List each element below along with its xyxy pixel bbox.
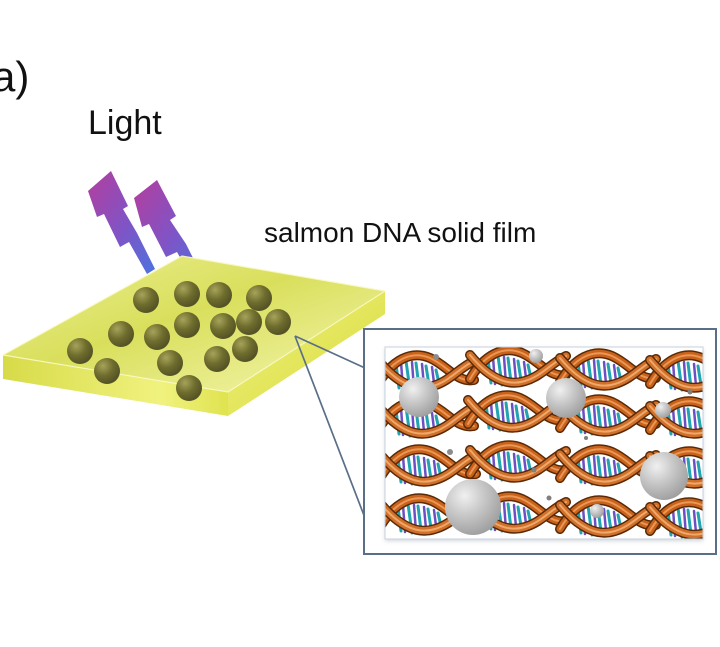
callout-lines — [294, 335, 366, 519]
light-bolt-icon-right — [134, 180, 203, 281]
film-label: salmon DNA solid film — [264, 217, 537, 248]
dna-inset — [363, 328, 717, 555]
inset-spheres — [399, 349, 693, 535]
panel-label: a) — [0, 53, 30, 100]
light-bolt-icon-left — [88, 171, 155, 274]
light-label: Light — [88, 104, 162, 142]
film-beads — [67, 281, 291, 401]
